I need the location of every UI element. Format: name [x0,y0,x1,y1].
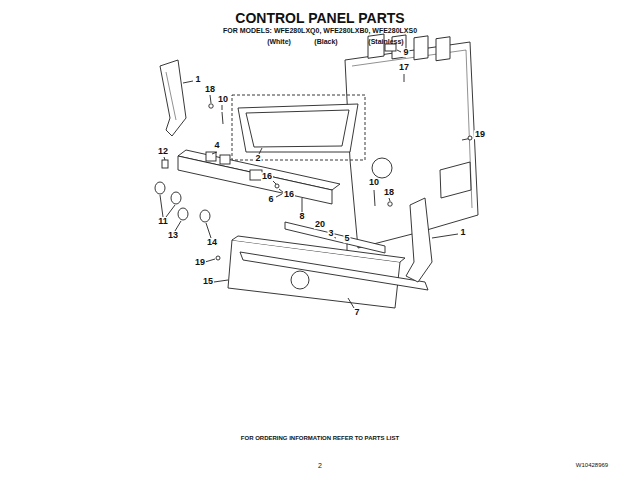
callout-number: 1 [459,228,466,237]
switch [206,152,216,161]
panel-slot [440,162,471,198]
end-cap [160,60,186,136]
leader-line [210,95,211,103]
screw [222,112,223,124]
leader-line [175,221,181,231]
end-cap-detail [166,72,176,120]
bezel [238,104,358,152]
leader-line [222,105,223,110]
callout-number: 8 [298,212,305,221]
leader-line [276,194,282,197]
vent [414,36,428,60]
leader-line [389,198,390,201]
callout-number: 13 [167,231,179,240]
bezel-outline [232,95,365,160]
leader-line [166,205,175,217]
callout-number: 12 [157,147,169,156]
callout-number: 17 [398,63,410,72]
note-text: 2 [318,462,322,469]
clip [162,160,168,168]
leader-line [212,152,217,154]
callout-number: 10 [217,95,229,104]
leader-line [205,259,215,262]
callout-number: 16 [261,172,273,181]
note-text: FOR MODELS: WFE280LXQ0, WFE280LXB0, WFE2… [223,27,417,34]
callout-number: 6 [267,195,274,204]
leader-line [160,195,163,217]
knob [200,210,210,222]
leader-line [164,157,165,160]
callout-number: 19 [194,258,206,267]
glass-window [246,110,349,147]
screw-head [209,104,213,108]
leader-line [348,298,354,308]
callout-number: 19 [474,130,486,139]
page-title: CONTROL PANEL PARTS [235,11,404,26]
note-text: FOR ORDERING INFORMATION REFER TO PARTS … [241,435,399,441]
screw-head [388,202,392,206]
note-text: (Black) [314,38,337,45]
callout-number: 20 [314,220,326,229]
callout-number: 2 [254,154,261,163]
leader-line [397,50,401,52]
end-cap [406,198,432,282]
screw-head [216,256,220,260]
callout-number: 5 [343,234,350,243]
callout-number: 3 [327,229,334,238]
vent [436,37,450,61]
panel-hole [291,271,309,289]
callout-number: 9 [402,48,409,57]
switch [220,155,230,164]
leader-line [206,223,211,238]
leader-line [302,198,303,212]
callout-number: 7 [353,308,360,317]
leader-line [404,74,405,82]
callout-number: 15 [202,277,214,286]
leader-line [183,81,193,83]
knob [178,208,188,220]
callout-number: 18 [204,85,216,94]
trim-strip [240,252,428,290]
knob [155,182,165,194]
rear-panel-edge [352,50,472,208]
note-text: (White) [267,38,291,45]
screw [374,190,375,206]
knob [171,192,181,204]
note-text: (Stainless) [368,38,403,45]
leader-line [214,280,228,282]
callout-number: 16 [283,190,295,199]
callout-number: 11 [157,217,169,226]
callout-number: 10 [368,178,380,187]
callout-number: 18 [383,188,395,197]
callout-number: 14 [206,238,218,247]
screw-head [468,136,472,140]
callout-number: 1 [194,75,201,84]
panel-hole [372,158,392,178]
leader-line [432,234,458,238]
note-text: W10428969 [576,462,608,468]
vent [368,34,384,58]
leader-line [259,148,262,154]
callout-number: 4 [213,141,220,150]
screw-head [275,184,279,188]
